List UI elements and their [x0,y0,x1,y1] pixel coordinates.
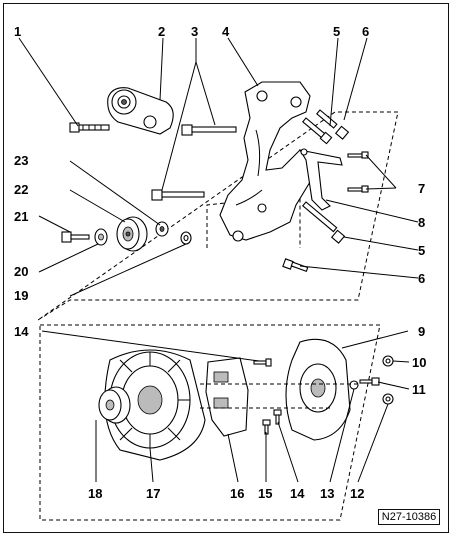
callout-14a: 14 [14,324,29,339]
leader-lines [18,37,419,483]
callout-16: 16 [230,486,244,501]
regulator-part-16 [205,357,249,437]
callout-19: 19 [14,288,28,303]
bolt-part-3b [151,189,205,201]
callout-8: 8 [418,215,425,230]
callout-4: 4 [222,24,230,39]
callout-6a: 6 [362,24,369,39]
callout-22: 22 [14,182,28,197]
screw-part-14-lower [273,409,282,425]
callout-6b: 6 [418,271,425,286]
callout-14b: 14 [290,486,305,501]
washer-part-13 [349,380,359,390]
bolt-part-7 [347,151,369,193]
callout-20: 20 [14,264,28,279]
bolt-part-6-lower [282,258,309,273]
callout-23: 23 [14,153,28,168]
callout-12: 12 [350,486,364,501]
callout-17: 17 [146,486,160,501]
screw-part-14-upper [253,358,272,367]
callout-5a: 5 [333,24,340,39]
bolt-part-11 [359,377,380,386]
callout-10: 10 [412,355,426,370]
nut-part-10 [382,355,394,367]
bracket-part-8 [298,148,343,211]
bolt-part-6-upper [316,109,350,140]
diagram-border [3,3,449,533]
bolt-part-5-upper [302,117,333,145]
callout-7: 7 [418,181,425,196]
callout-2: 2 [158,24,165,39]
callout-3: 3 [191,24,198,39]
screw-part-15 [262,419,271,435]
alternator-part-17 [104,349,206,461]
washer-part-23 [155,221,169,237]
cover-part-9 [285,338,351,441]
callout-9: 9 [418,324,425,339]
callout-18: 18 [88,486,102,501]
bracket-subgroup-outline [206,194,301,248]
callout-11: 11 [412,382,426,397]
tensioner-part-2 [107,87,174,135]
bracket-part-4 [219,81,319,242]
bolt-part-1 [69,122,110,133]
lower-group-outline [39,324,381,521]
pulley-part-22 [116,216,148,252]
bolt-part-5-lower [302,201,346,244]
callout-15: 15 [258,486,272,501]
alternator-pulley-part-18 [98,386,131,424]
callout-13: 13 [320,486,334,501]
bolt-part-21 [61,231,90,243]
reference-code-box: N27-10386 [378,509,440,525]
callout-1: 1 [14,24,21,39]
nut-part-12 [382,393,394,405]
callout-5b: 5 [418,243,425,258]
upper-group-outline [37,111,399,321]
washer-part-19 [180,231,192,245]
bolt-part-3a [181,124,237,136]
cap-part-20 [94,228,108,246]
callout-21: 21 [14,209,28,224]
